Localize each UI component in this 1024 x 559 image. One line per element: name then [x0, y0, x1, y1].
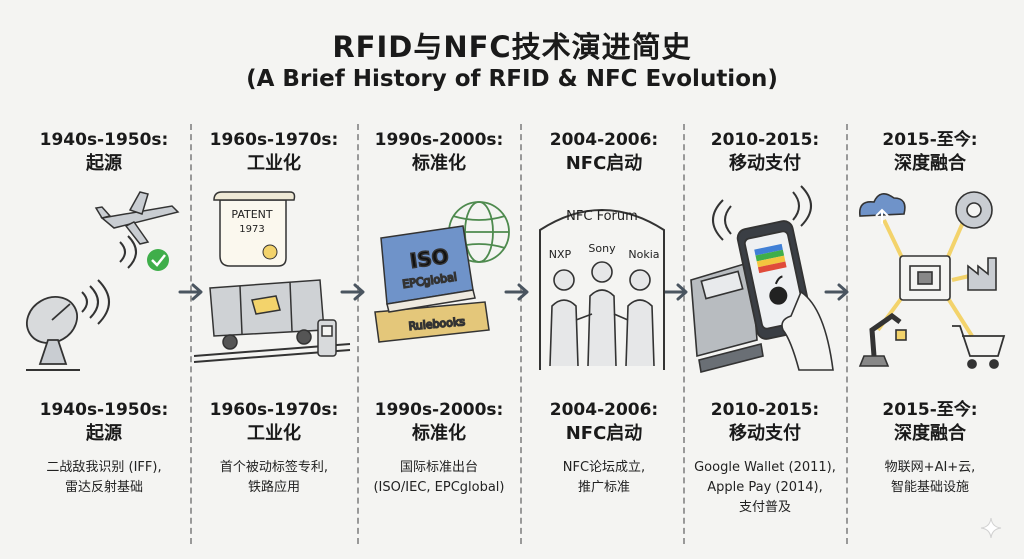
signal-waves-icon — [81, 235, 137, 325]
divider — [357, 124, 361, 544]
page-title: RFID与NFC技术演进简史 — [332, 30, 692, 64]
sparkle-icon — [980, 517, 1002, 539]
stage-desc: Google Wallet (2011), — [694, 460, 836, 475]
stage-date: 1960s-1970s: — [209, 400, 339, 420]
stage-4-bottom: 2004-2006: NFC启动 NFC论坛成立, 推广标准 — [522, 398, 686, 498]
stage-date: 1940s-1950s: — [39, 400, 169, 420]
rfid-reader-icon — [317, 319, 337, 357]
nfc-forum-illustration: NFC Forum NXP Sony Nokia — [539, 209, 665, 370]
stage-phase: 标准化 — [412, 153, 466, 174]
stage-2-bottom: 1960s-1970s: 工业化 首个被动标签专利, 铁路应用 — [192, 398, 356, 498]
check-circle-icon — [147, 249, 169, 271]
stage-desc: 铁路应用 — [247, 480, 300, 495]
stage-desc: (ISO/IEC, EPCglobal) — [373, 480, 505, 495]
stage-desc: 国际标准出台 — [399, 460, 478, 475]
patent-railcar-illustration: PATENT 1973 — [193, 191, 351, 363]
stage-date: 1990s-2000s: — [374, 130, 504, 150]
stage-date: 2010-2015: — [710, 130, 820, 150]
stage-1-top: 1940s-1950s: 起源 — [22, 128, 186, 176]
stage-desc: 雷达反射基础 — [64, 480, 143, 495]
mobile-payment-illustration — [690, 185, 834, 373]
stage-desc: 二战敌我识别 (IFF), — [46, 460, 162, 475]
standards-books-illustration: Rulebooks ISO EPCglobal — [374, 201, 510, 343]
stage-phase: 深度融合 — [894, 423, 966, 444]
stage-1-bottom: 1940s-1950s: 起源 二战敌我识别 (IFF), 雷达反射基础 — [22, 398, 186, 498]
stage-desc: NFC论坛成立, — [562, 460, 646, 475]
iot-hub-illustration — [858, 191, 1006, 369]
stage-phase: 移动支付 — [729, 153, 801, 174]
stage-desc: 智能基础设施 — [890, 480, 969, 495]
stage-date: 2004-2006: — [549, 130, 659, 150]
stage-phase: 工业化 — [247, 423, 301, 444]
stage-date: 1960s-1970s: — [209, 130, 339, 150]
people-handshake-icon — [549, 261, 655, 367]
forum-member-label: NXP — [549, 248, 572, 261]
stage-date: 2015-至今: — [882, 130, 978, 150]
robot-arm-icon — [858, 312, 907, 367]
shopping-cart-icon — [952, 325, 1006, 369]
patent-scroll-icon: PATENT 1973 — [213, 191, 296, 267]
stage-5-bottom: 2010-2015: 移动支付 Google Wallet (2011), Ap… — [683, 398, 847, 518]
railcar-icon — [193, 279, 351, 363]
page-subtitle: (A Brief History of RFID & NFC Evolution… — [246, 66, 778, 92]
stage-phase: 移动支付 — [729, 423, 801, 444]
stage-date: 1940s-1950s: — [39, 130, 169, 150]
forum-member-label: Sony — [588, 242, 616, 255]
divider — [846, 124, 850, 544]
wallet-card-icon — [754, 243, 787, 274]
arrow-right-icon — [663, 283, 688, 301]
brain-gear-icon — [955, 191, 993, 229]
stage-date: 2010-2015: — [710, 400, 820, 420]
stage-phase: 深度融合 — [894, 153, 966, 174]
iso-label: ISO — [408, 244, 450, 273]
stage-phase: 标准化 — [412, 423, 466, 444]
stage-5-top: 2010-2015: 移动支付 — [683, 128, 847, 176]
stage-date: 2004-2006: — [549, 400, 659, 420]
rulebooks-label: Rulebooks — [408, 315, 466, 333]
divider — [190, 124, 194, 544]
stage-phase: 起源 — [86, 153, 122, 174]
stage-6-bottom: 2015-至今: 深度融合 物联网+AI+云, 智能基础设施 — [848, 398, 1012, 498]
factory-icon — [967, 257, 997, 291]
stage-phase: 起源 — [86, 423, 122, 444]
stage-desc: 物联网+AI+云, — [884, 460, 976, 475]
stage-3-bottom: 1990s-2000s: 标准化 国际标准出台 (ISO/IEC, EPCglo… — [357, 398, 521, 498]
airplane-icon — [94, 191, 180, 245]
arrow-right-icon — [824, 283, 849, 301]
cloud-upload-icon — [858, 193, 906, 224]
hand-icon — [781, 290, 834, 371]
arrow-right-icon — [178, 283, 203, 301]
stage-2-top: 1960s-1970s: 工业化 — [192, 128, 356, 176]
stage-phase: NFC启动 — [565, 153, 643, 174]
apple-logo-icon — [769, 275, 788, 305]
forum-member-label: Nokia — [628, 248, 659, 261]
stage-desc: 推广标准 — [577, 480, 630, 495]
rulebooks-book-icon: Rulebooks — [374, 301, 490, 343]
stage-phase: NFC启动 — [565, 423, 643, 444]
stage-4-top: 2004-2006: NFC启动 — [522, 128, 686, 176]
stage-desc: Apple Pay (2014), — [707, 480, 823, 495]
stage-6-top: 2015-至今: 深度融合 — [848, 128, 1012, 176]
iso-book-icon: ISO EPCglobal — [380, 225, 476, 313]
signal-waves-icon — [712, 185, 812, 241]
stage-desc: 首个被动标签专利, — [219, 460, 329, 475]
stage-date: 1990s-2000s: — [374, 400, 504, 420]
arrow-right-icon — [504, 283, 529, 301]
divider — [683, 124, 687, 544]
patent-label: PATENT — [231, 208, 272, 221]
arrow-right-icon — [340, 283, 365, 301]
divider — [520, 124, 524, 544]
rfid-chip-icon — [899, 255, 951, 301]
stage-3-top: 1990s-2000s: 标准化 — [357, 128, 521, 176]
stage-date: 2015-至今: — [882, 400, 978, 420]
forum-arch-icon — [539, 209, 665, 370]
radar-dish-icon — [26, 296, 80, 371]
stage-desc: 支付普及 — [738, 500, 791, 515]
patent-year: 1973 — [239, 224, 264, 235]
pos-terminal-icon — [690, 260, 764, 373]
forum-title: NFC Forum — [566, 209, 638, 224]
stage-phase: 工业化 — [247, 153, 301, 174]
radar-plane-illustration — [26, 191, 180, 371]
